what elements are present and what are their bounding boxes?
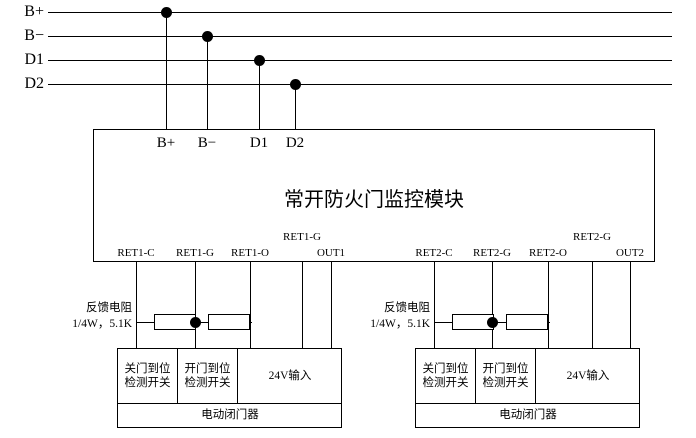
- terminal-wire-ret2-g-upper: [592, 262, 593, 348]
- device-divider-right-1: [475, 348, 476, 403]
- module-pin-d2: D2: [285, 135, 305, 151]
- bus-line-d1: [48, 60, 672, 61]
- device-cell-left-24v-input: 24V输入: [268, 369, 312, 382]
- device-cell-left-open-switch: 开门到位 检测开关: [184, 362, 231, 389]
- terminal-wire-out2: [630, 262, 631, 348]
- bus-line-b-minus: [48, 36, 672, 37]
- terminal-wire-ret2-o: [548, 262, 549, 348]
- terminal-wire-ret2-c: [434, 262, 435, 348]
- drop-line-d1: [259, 60, 260, 130]
- device-footer-divider-left: [117, 403, 342, 404]
- terminal-wire-ret1-g: [195, 262, 196, 348]
- device-divider-left-2: [237, 348, 238, 403]
- terminal-label-out1: OUT1: [316, 247, 346, 259]
- bus-label-b-plus: B+: [24, 3, 44, 20]
- device-footer-right: 电动闭门器: [499, 409, 557, 422]
- resistor-junction-dot-left: [190, 317, 201, 328]
- terminal-wire-ret2-g: [492, 262, 493, 348]
- resistor-label-right-line2: 1/4W，5.1K: [370, 317, 430, 330]
- device-footer-divider-right: [415, 403, 640, 404]
- terminal-label-ret1-o: RET1-O: [231, 247, 269, 259]
- bus-label-b-minus: B−: [24, 27, 44, 44]
- drop-line-b-plus: [166, 12, 167, 130]
- device-cell-left-close-switch: 关门到位 检测开关: [124, 362, 171, 389]
- resistor-wire-left-mid: [196, 322, 208, 323]
- resistor-wire-left-1: [136, 322, 154, 323]
- device-box-right: [415, 348, 640, 428]
- junction-dot-d1: [254, 55, 265, 66]
- module-pin-b-plus: B+: [156, 135, 176, 151]
- device-cell-right-24v-input: 24V输入: [566, 369, 610, 382]
- device-footer-left: 电动闭门器: [201, 409, 259, 422]
- terminal-label-ret1-g: RET1-G: [176, 247, 214, 259]
- terminal-label-ret1-c: RET1-C: [117, 247, 155, 259]
- junction-dot-d2: [290, 79, 301, 90]
- module-pin-b-minus: B−: [197, 135, 217, 151]
- terminal-wire-ret1-g-upper: [302, 262, 303, 348]
- bus-label-d2: D2: [24, 75, 44, 92]
- module-pin-d1: D1: [249, 135, 269, 151]
- terminal-label-ret2-o: RET2-O: [529, 247, 567, 259]
- resistor-label-right-line1: 反馈电阻: [384, 302, 430, 314]
- bus-line-d2: [48, 84, 672, 85]
- resistor-wire-right-mid: [494, 322, 506, 323]
- resistor-label-left: 反馈电阻 1/4W，5.1K: [36, 301, 132, 332]
- resistor-wire-right-1: [434, 322, 452, 323]
- device-cell-right-open-switch: 开门到位 检测开关: [482, 362, 529, 389]
- device-cell-right-close-switch: 关门到位 检测开关: [422, 362, 469, 389]
- terminal-wire-ret1-c: [136, 262, 137, 348]
- bus-label-d1: D1: [24, 51, 44, 68]
- drop-line-b-minus: [207, 36, 208, 130]
- resistor-label-left-line1: 反馈电阻: [86, 302, 132, 314]
- terminal-wire-out1: [331, 262, 332, 348]
- bus-line-b-plus: [48, 12, 672, 13]
- terminal-label-ret2-g: RET2-G: [473, 247, 511, 259]
- resistor-label-left-line2: 1/4W，5.1K: [72, 317, 132, 330]
- terminal-label-ret2-c: RET2-C: [415, 247, 453, 259]
- device-divider-left-1: [177, 348, 178, 403]
- feedback-resistor-right-2: [506, 314, 548, 330]
- drop-line-d2: [295, 84, 296, 130]
- resistor-wire-right-2: [548, 322, 550, 323]
- terminal-label-ret2-g-upper: RET2-G: [573, 231, 611, 243]
- feedback-resistor-left-2: [208, 314, 250, 330]
- device-divider-right-2: [535, 348, 536, 403]
- resistor-wire-left-2: [250, 322, 252, 323]
- junction-dot-b-plus: [161, 7, 172, 18]
- terminal-label-ret1-g-upper: RET1-G: [283, 231, 321, 243]
- junction-dot-b-minus: [202, 31, 213, 42]
- module-title: 常开防火门监控模块: [284, 189, 464, 211]
- device-box-left: [117, 348, 342, 428]
- terminal-label-out2: OUT2: [615, 247, 645, 259]
- resistor-junction-dot-right: [487, 317, 498, 328]
- resistor-label-right: 反馈电阻 1/4W，5.1K: [334, 301, 430, 332]
- terminal-wire-ret1-o: [250, 262, 251, 348]
- module-box: [93, 129, 655, 262]
